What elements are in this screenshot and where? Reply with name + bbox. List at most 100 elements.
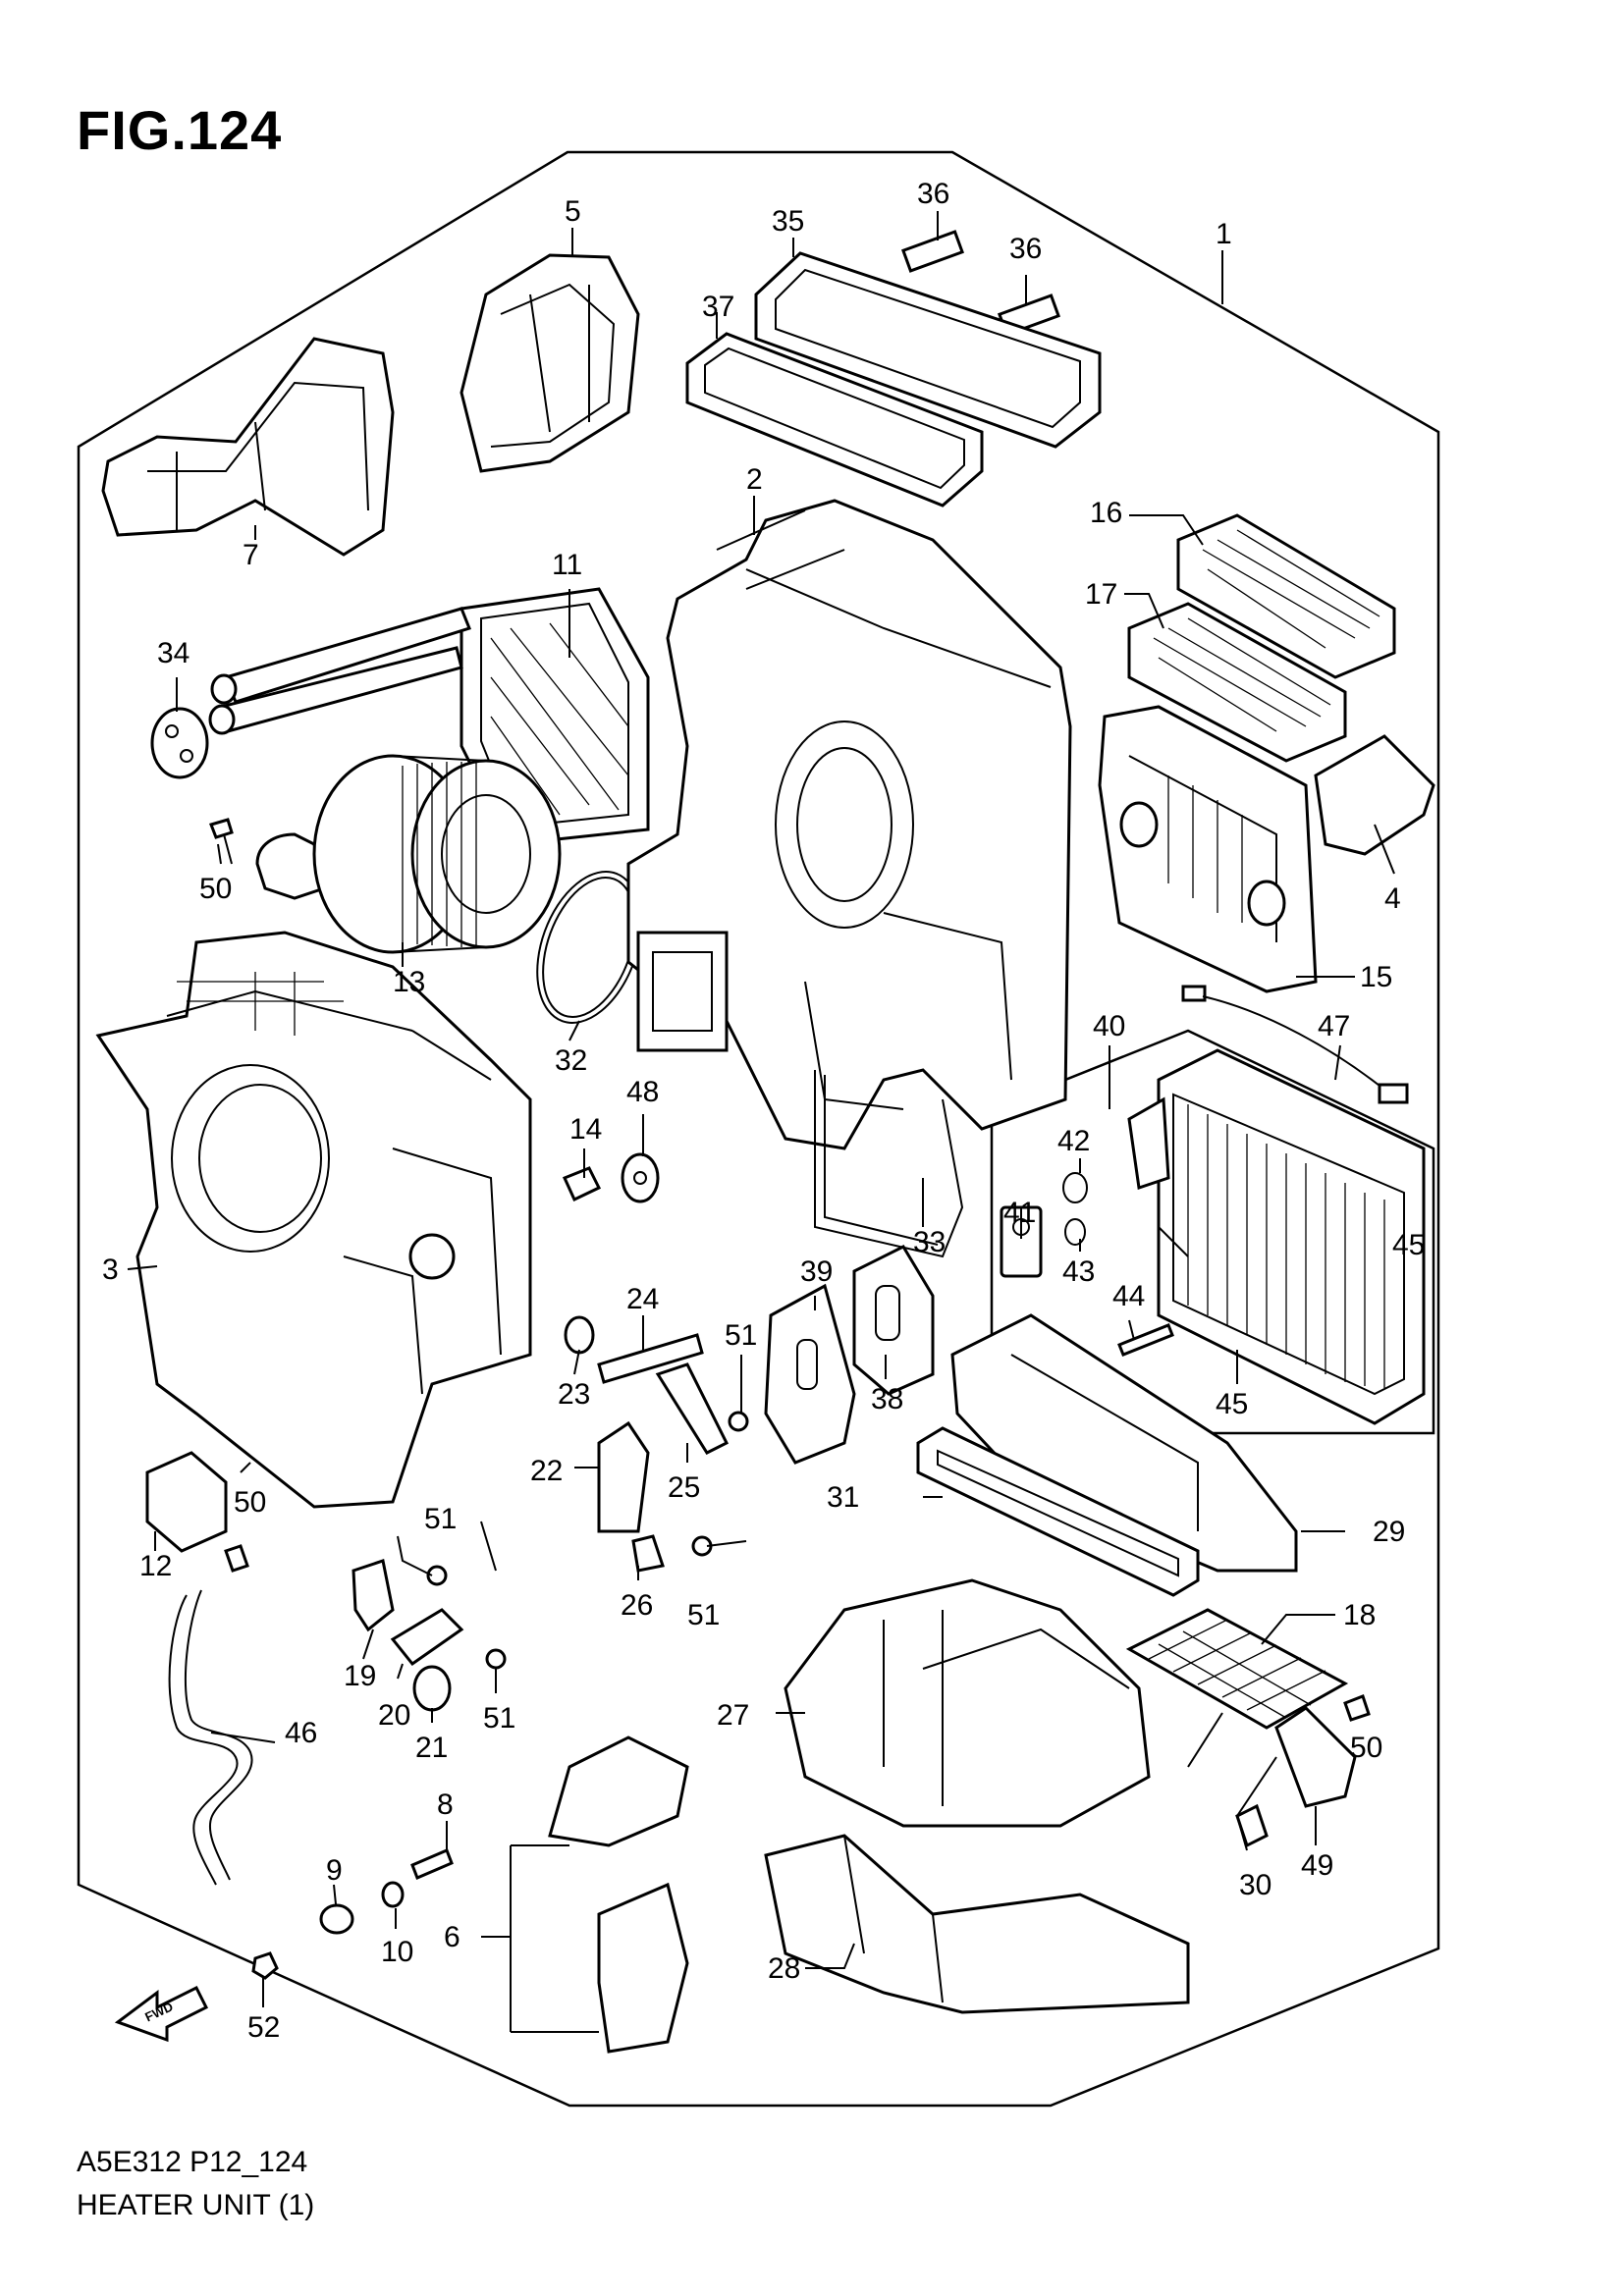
part-18-filter [1125,1608,1349,1730]
callout-23: 23 [558,1378,590,1411]
part-33-seal [814,1070,964,1258]
callout-1: 1 [1216,218,1232,250]
part-52-nut [251,1951,279,1980]
callout-25: 25 [668,1471,700,1504]
part-50-screw [209,818,234,865]
fwd-arrow-icon: FWD [114,1985,209,2043]
callout-8: 8 [437,1789,454,1821]
callout-34: 34 [157,637,189,669]
callout-24: 24 [626,1283,659,1315]
part-50-screw-2 [224,1544,1371,1722]
callout-51a: 51 [725,1319,757,1352]
callout-32: 32 [555,1044,587,1077]
part-27-case [784,1578,1151,1828]
callout-39: 39 [800,1255,833,1288]
part-12-resistor [145,1451,228,1553]
callout-27: 27 [717,1699,749,1732]
part-24-rod [597,1333,704,1384]
part-3-blower-housing [95,931,532,1509]
part-15-damper [1098,705,1318,993]
callout-13: 13 [393,966,425,998]
part-47-harness [1181,985,1409,1104]
part-14-clip [562,1166,602,1202]
part-38-seal [852,1245,935,1396]
callout-11: 11 [552,549,582,581]
callout-48: 48 [626,1076,659,1108]
callout-36b: 36 [1009,233,1042,265]
callout-20: 20 [378,1699,410,1732]
callout-51c: 51 [424,1503,457,1535]
callout-50b: 50 [234,1486,266,1519]
part-21-motor [412,1665,452,1712]
part-34-grommet [150,707,209,779]
callout-47: 47 [1318,1010,1350,1042]
part-28-tray [764,1834,1190,2014]
callout-36: 36 [917,178,949,210]
leader-lines [127,211,1405,2033]
part-22-lever [597,1420,650,1533]
diagram-frame [77,150,1440,2108]
callout-28: 28 [768,1952,800,1985]
part-29-duct [950,1313,1298,1573]
part-10-washer [381,1881,405,1908]
part-4-link [1314,734,1435,856]
callout-29: 29 [1373,1516,1405,1548]
callout-12: 12 [139,1550,172,1582]
callout-3: 3 [102,1254,119,1286]
part-31-gasket [916,1426,1200,1597]
part-26-bulb [631,1534,665,1573]
part-51-nut [426,1411,749,1670]
callout-33: 33 [913,1226,946,1258]
callout-49: 49 [1301,1849,1333,1882]
callout-40: 40 [1093,1010,1125,1042]
part-37-gasket [685,332,984,507]
callout-14: 14 [569,1113,602,1146]
part-23-actuator [564,1315,595,1355]
callout-21: 21 [415,1732,448,1764]
part-30-bulb [1235,1803,1269,1848]
callout-16: 16 [1090,497,1122,529]
callout-41: 41 [1003,1197,1036,1229]
callout-35: 35 [772,205,804,238]
callout-38: 38 [871,1383,903,1415]
callout-30: 30 [1239,1869,1271,1901]
callout-5: 5 [565,195,581,228]
callout-19: 19 [344,1660,376,1692]
callout-2: 2 [746,463,763,496]
callout-44: 44 [1112,1280,1145,1312]
part-11-heater-core [208,587,650,846]
part-6-bracket [548,1735,689,2054]
callout-6: 6 [444,1921,460,1953]
callout-9: 9 [326,1854,343,1887]
callout-51d: 51 [483,1702,515,1735]
part-16-door [1176,513,1396,679]
part-35-gasket [754,251,1102,449]
callout-7: 7 [243,539,259,571]
callout-17: 17 [1085,578,1117,611]
callout-50a: 50 [199,873,232,905]
part-19-bracket [352,1559,395,1632]
part-7-duct [101,337,395,557]
part-49-actuator [1274,1706,1357,1808]
part-46-drain-hose [168,1589,253,1886]
callout-31: 31 [827,1481,859,1514]
part-48-cap [621,1152,660,1203]
callout-18: 18 [1343,1599,1376,1631]
callout-43: 43 [1062,1255,1095,1288]
part-5-duct [460,253,640,473]
callout-10: 10 [381,1936,413,1968]
callout-45: 45 [1392,1229,1425,1261]
callout-26: 26 [621,1589,653,1622]
part-8-screw [410,1848,454,1880]
callout-45b: 45 [1216,1388,1248,1420]
part-42-43-orings [1062,1172,1088,1246]
part-20-link [390,1608,464,1667]
callout-labels: 1 2 3 4 5 6 7 8 9 10 11 12 13 14 15 16 1… [102,178,1425,2044]
callout-15: 15 [1360,961,1392,993]
callout-51b: 51 [687,1599,720,1631]
callout-4: 4 [1384,882,1401,915]
figure-name: HEATER UNIT (1) [77,2189,315,2221]
figure-title: FIG.124 [77,99,283,161]
part-9-washer [319,1903,354,1935]
